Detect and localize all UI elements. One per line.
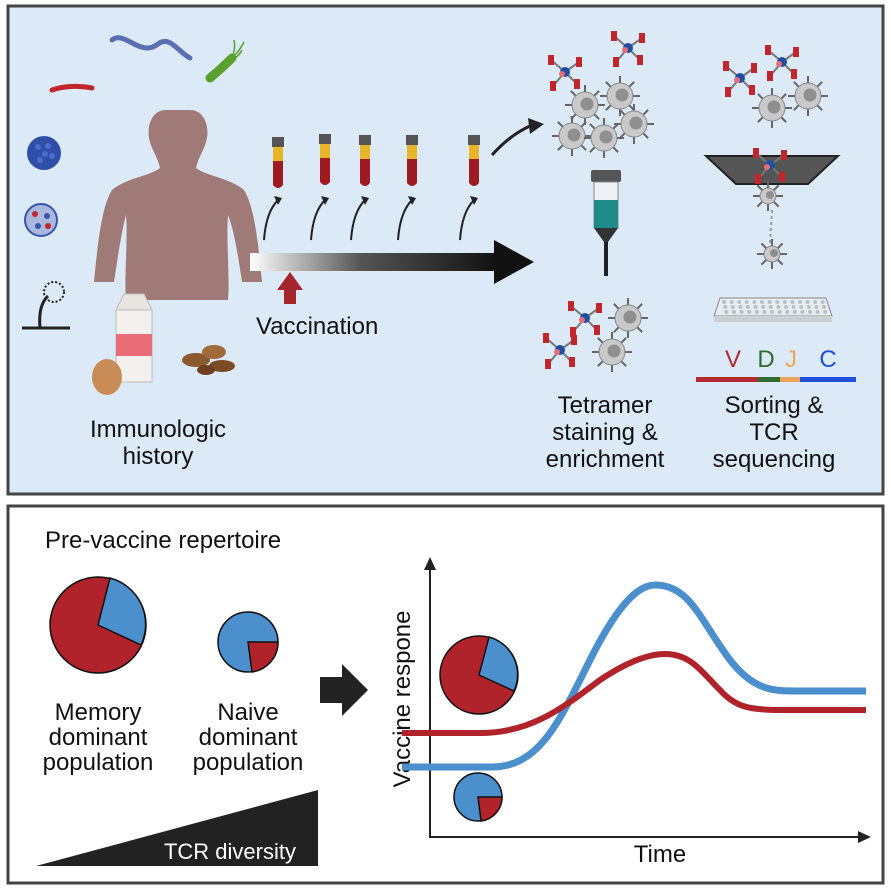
- t-cell-icon: [753, 181, 783, 211]
- tetramer-label-line1: Tetramer: [558, 392, 653, 419]
- nuts-icon: [182, 345, 235, 375]
- sorting-label-line3: sequencing: [713, 446, 836, 473]
- vaccination-arrow-icon: [277, 272, 303, 304]
- tetramer-icon: [568, 301, 602, 337]
- graph-memory-pie: [439, 635, 519, 715]
- memory-pie: [49, 576, 147, 674]
- virus-spiked-icon: [24, 203, 58, 237]
- t-cell-icon: [565, 85, 605, 125]
- segment-j-bar: [780, 377, 800, 382]
- egg-icon: [92, 359, 122, 395]
- t-cell-icon: [752, 88, 792, 128]
- naive-pie: [217, 611, 279, 673]
- t-cell-icon: [552, 116, 592, 156]
- t-cell-icon: [614, 104, 654, 144]
- blood-tubes: [263, 134, 480, 241]
- sorting-cell-cluster: [723, 45, 828, 128]
- naive-label-line2: dominant: [199, 724, 298, 751]
- tetramer-icon: [765, 45, 799, 81]
- to-tetramer-arrowhead: [528, 118, 544, 134]
- memory-label-line3: population: [43, 749, 154, 776]
- virus-icon: [27, 136, 61, 170]
- tcr-diversity-label: TCR diversity: [164, 839, 296, 864]
- blood-tube-icon: [319, 134, 331, 185]
- pre-vaccine-title: Pre-vaccine repertoire: [45, 527, 281, 554]
- small-arrow: [263, 199, 279, 241]
- memory-label-line1: Memory: [55, 699, 142, 726]
- history-label-line2: history: [123, 443, 194, 470]
- memory-pie-blue-slice: [97, 577, 147, 646]
- history-label-line1: Immunologic: [90, 416, 226, 443]
- small-arrow: [397, 199, 413, 241]
- vaccination-label: Vaccination: [256, 313, 378, 340]
- milk-carton-icon: [115, 293, 153, 383]
- vdjc-segments: V D J C: [696, 346, 856, 382]
- x-axis-label: Time: [634, 841, 686, 868]
- segment-d-bar: [758, 377, 780, 382]
- blood-tube-icon: [272, 137, 284, 188]
- small-arrow: [350, 199, 366, 241]
- timeline-arrow-head: [494, 240, 534, 284]
- blood-tube-icon: [468, 135, 480, 186]
- segment-v-bar: [696, 377, 758, 382]
- segment-v-label: V: [725, 346, 741, 373]
- y-axis-label: Vaccine respone: [389, 611, 416, 788]
- parasite-icon: [49, 83, 95, 93]
- tetramer-icon: [611, 31, 645, 67]
- naive-pie-red-slice: [247, 641, 279, 673]
- tetramer-label-line2: staining &: [552, 419, 657, 446]
- graph-naive-pie: [453, 772, 503, 822]
- bacterium-icon: [205, 39, 245, 83]
- segment-c-label: C: [819, 346, 836, 373]
- small-arrow: [459, 199, 475, 241]
- worm-icon: [109, 35, 193, 61]
- t-cell-icon: [608, 298, 648, 338]
- tetramer-label-line3: enrichment: [546, 446, 665, 473]
- small-arrow: [310, 199, 326, 241]
- tetramer-cell-cluster-lower: [543, 298, 648, 372]
- naive-response-curve: [402, 581, 866, 771]
- tetramer-icon: [753, 148, 787, 184]
- t-cell-icon: [592, 332, 632, 372]
- transition-arrow-icon: [320, 664, 368, 716]
- segment-d-label: D: [757, 346, 774, 373]
- tcr-diversity-wedge: [36, 790, 318, 866]
- tetramer-icon: [723, 61, 757, 97]
- tetramer-icon: [548, 55, 582, 91]
- blood-tube-icon: [359, 135, 371, 186]
- t-cell-icon: [757, 239, 787, 269]
- sorter-funnel-icon: [703, 155, 841, 185]
- segment-c-bar: [800, 377, 856, 382]
- sorting-label-line2: TCR: [749, 419, 798, 446]
- well-plate-icon: [713, 297, 833, 322]
- to-tetramer-arrow: [490, 124, 531, 157]
- timeline-arrow-shaft: [250, 253, 496, 271]
- segment-j-label: J: [785, 346, 797, 373]
- t-cell-icon: [788, 76, 828, 116]
- fungus-icon: [22, 281, 70, 330]
- blood-tube-icon: [406, 135, 418, 186]
- sorting-label-line1: Sorting &: [725, 392, 824, 419]
- sorted-cell-stream: [753, 148, 787, 269]
- memory-label-line2: dominant: [49, 724, 148, 751]
- tetramer-cell-cluster: [548, 31, 654, 158]
- t-cell-icon: [584, 118, 624, 158]
- naive-label-line3: population: [193, 749, 304, 776]
- syringe-icon: [591, 170, 621, 276]
- x-axis-arrowhead: [858, 831, 871, 843]
- human-silhouette: [94, 110, 262, 300]
- memory-response-curve: [402, 650, 866, 736]
- y-axis-arrowhead: [424, 557, 436, 570]
- naive-label-line1: Naive: [217, 699, 278, 726]
- tetramer-icon: [543, 333, 577, 369]
